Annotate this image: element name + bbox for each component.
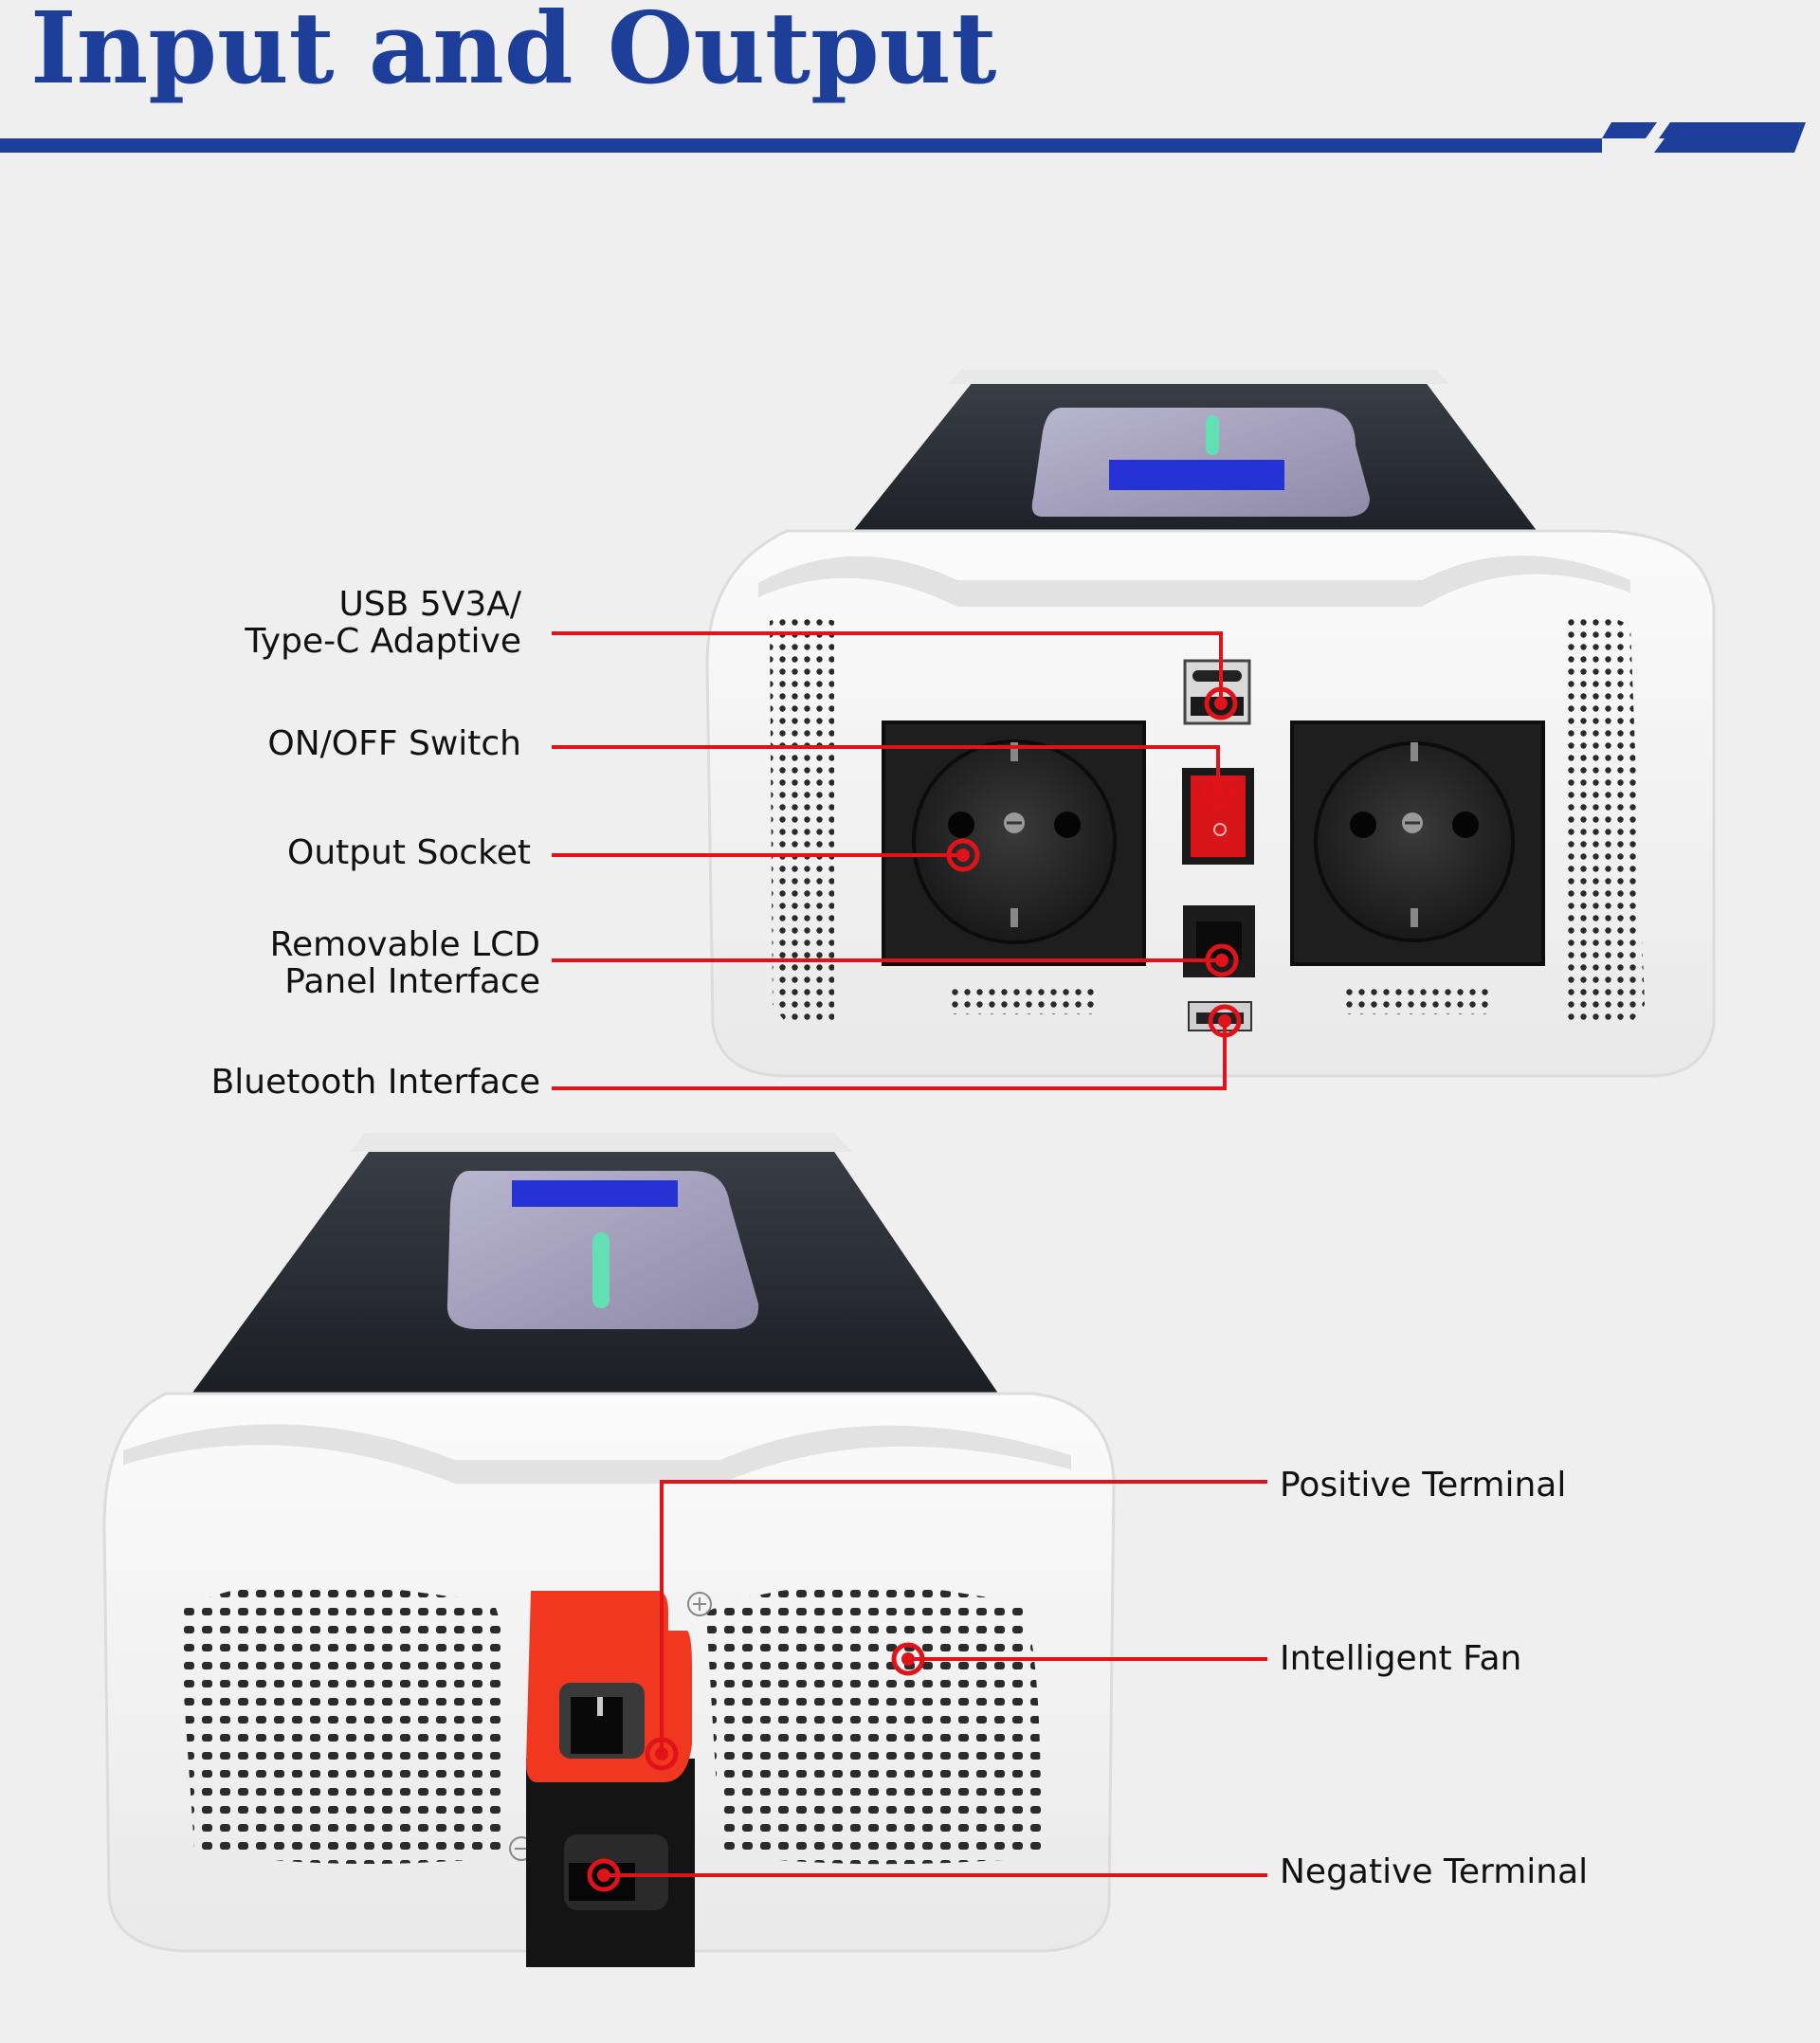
fan-grille-icon — [178, 1581, 1042, 1865]
title-underline — [0, 122, 1806, 153]
callout-lines — [552, 631, 1267, 1877]
callout-onoff-switch: ON/OFF Switch — [267, 724, 521, 763]
callout-lcd-interface: Removable LCD Panel Interface — [269, 925, 540, 1001]
lcd-interface-port-icon — [1183, 905, 1255, 977]
callout-positive-terminal: Positive Terminal — [1280, 1466, 1567, 1505]
callout-usb: USB 5V3A/ Type-C Adaptive — [245, 585, 521, 661]
callout-negative-terminal: Negative Terminal — [1280, 1852, 1589, 1891]
callout-bluetooth: Bluetooth Interface — [210, 1063, 540, 1102]
battery-terminal-icon — [526, 1591, 692, 1782]
page-title: Input and Output — [30, 0, 997, 106]
schuko-socket-icon — [882, 721, 1146, 966]
schuko-socket-icon — [1290, 721, 1545, 966]
inverter-rear-view — [102, 1133, 1116, 1967]
callout-markers — [587, 686, 1242, 1892]
callout-output-socket: Output Socket — [287, 833, 531, 872]
callout-intelligent-fan: Intelligent Fan — [1280, 1639, 1522, 1678]
